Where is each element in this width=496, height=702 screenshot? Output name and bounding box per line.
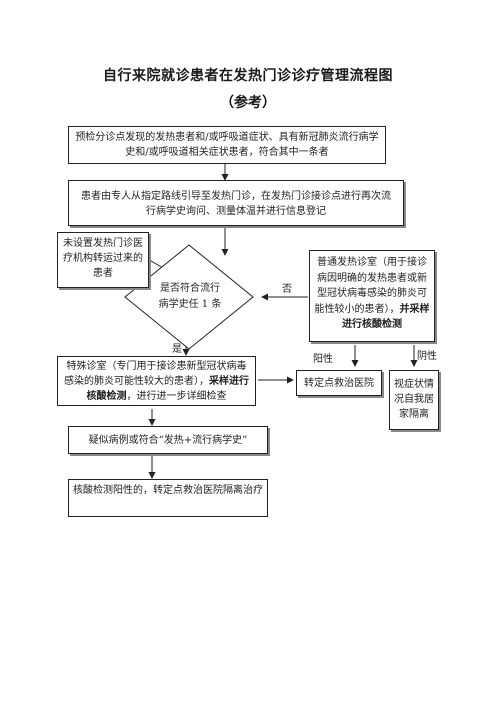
- label-no: 否: [282, 284, 292, 295]
- decision-text: 是否符合流行病学史任 1 条: [158, 283, 222, 310]
- box-guide: 患者由专人从指定路线引导至发热门诊，在发热门诊接诊点进行再次流行病学史询问、测量…: [68, 180, 404, 226]
- box-transfer-hospital: 转定点救治医院: [296, 370, 382, 396]
- page-subtitle: （参考）: [220, 95, 276, 111]
- box-suspected: 疑似病例或符合“发热+流行病学史”: [68, 426, 268, 454]
- label-positive: 阳性: [313, 354, 333, 365]
- box-no-fever-clinic: 未设置发热门诊医疗机构转运过来的患者: [57, 232, 149, 288]
- box-special-clinic: 特殊诊室（专门用于接诊患新型冠状病毒感染的肺炎可能性较大的患者），采样进行核酸检…: [57, 356, 256, 406]
- label-negative: 阴性: [417, 351, 437, 362]
- box-normal-fever-clinic: 普通发热诊室（用于接诊病因明确的发热患者或新型冠状病毒感染的肺炎可能性较小的患者…: [309, 250, 435, 342]
- page-title: 自行来院就诊患者在发热门诊诊疗管理流程图: [103, 68, 393, 84]
- box-screening: 预检分诊点发现的发热患者和/或呼吸道症状、具有新冠肺炎流行病学史和/或呼吸道相关…: [68, 126, 386, 164]
- label-yes: 是: [172, 344, 182, 355]
- box-positive-transfer: 核酸检测阳性的，转定点救治医院隔离治疗: [68, 479, 268, 517]
- box-home-isolation: 视症状情况自我居家隔离: [389, 370, 439, 430]
